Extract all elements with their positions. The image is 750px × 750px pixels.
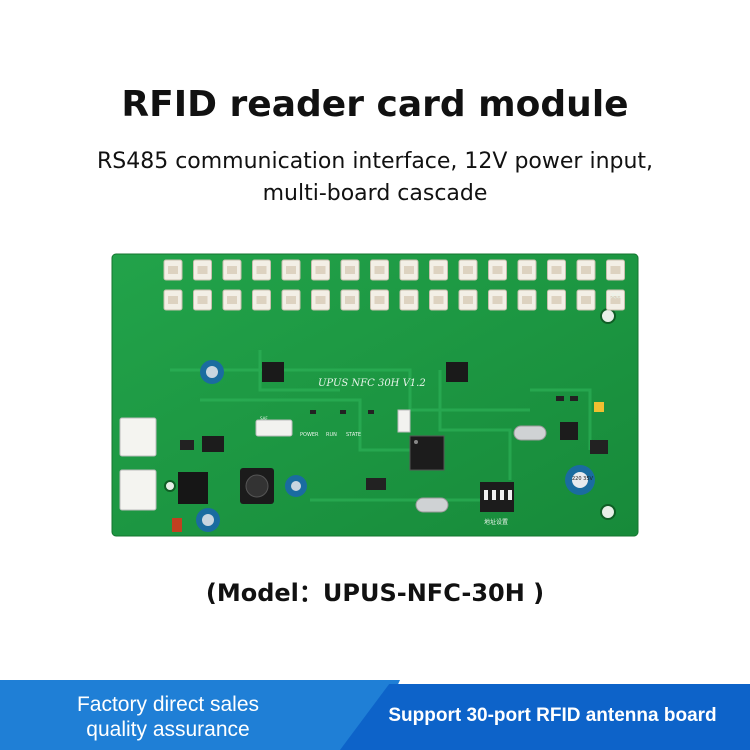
ic-chip-right <box>446 362 468 382</box>
antenna-connector-socket <box>463 266 473 274</box>
antenna-connector-row-bottom <box>163 289 625 311</box>
antenna-connector-socket <box>581 266 591 274</box>
banner-left-line-2: quality assurance <box>86 718 250 741</box>
silkscreen-address: 地址设置 <box>484 518 508 526</box>
antenna-connector-socket <box>256 296 267 304</box>
antenna-connector-socket <box>315 296 326 304</box>
subtitle-line-2: multi-board cascade <box>262 181 488 206</box>
antenna-connector-socket <box>492 296 503 304</box>
silkscreen-saf: SAF <box>260 416 268 421</box>
silkscreen-power: POWER <box>300 432 319 438</box>
antenna-connector-socket <box>197 296 208 304</box>
antenna-connector-socket <box>463 296 473 304</box>
capacitor-label: 220 35V <box>572 476 593 482</box>
page-title: RFID reader card module <box>121 84 629 125</box>
ic-chip-mid <box>202 436 224 452</box>
antenna-connector-socket <box>433 296 444 304</box>
antenna-connector-socket <box>492 266 503 274</box>
rs485-connector-bottom <box>119 469 157 511</box>
antenna-connector-socket <box>315 266 326 274</box>
silkscreen-run: RUN <box>326 432 337 438</box>
smd-components <box>180 396 608 490</box>
antenna-connector-socket <box>374 296 385 304</box>
antenna-connector-socket <box>227 296 237 304</box>
antenna-connector-socket <box>522 266 532 274</box>
subtitle-line-1: RS485 communication interface, 12V power… <box>96 149 654 174</box>
antenna-connector-socket <box>168 296 178 304</box>
banner-left-text: Factory direct sales quality assurance <box>18 692 318 742</box>
antenna-connector-socket <box>168 266 178 274</box>
model-caption: (Model：UPUS-NFC-30H ) <box>205 579 545 607</box>
antenna-connector-socket <box>551 296 562 304</box>
antenna-connector-socket <box>345 266 355 274</box>
antenna-connector-socket <box>404 266 414 274</box>
crystal-oscillator-1 <box>513 425 547 441</box>
inductor-core <box>245 474 269 498</box>
banner-right-background <box>340 684 750 750</box>
silkscreen-antenna: 天线 <box>610 292 622 300</box>
antenna-connector-socket <box>374 266 385 274</box>
antenna-connector-socket <box>286 296 296 304</box>
ic-chip-left <box>262 362 284 382</box>
antenna-connector-socket <box>433 266 444 274</box>
banner-left-background <box>0 680 400 750</box>
antenna-connector-socket <box>286 266 296 274</box>
antenna-connector-socket <box>345 296 355 304</box>
crystal-oscillator-2 <box>415 497 449 513</box>
antenna-connector-socket <box>551 266 562 274</box>
antenna-connector-socket <box>404 296 414 304</box>
antenna-connector-socket <box>522 296 532 304</box>
rs485-connector-top <box>119 417 157 457</box>
pcb-substrate <box>111 253 639 537</box>
antenna-connector-socket <box>581 296 591 304</box>
pcb-board-image: UPUS NFC 30H V1.2 POWER RUN STATE 地址设置 天… <box>111 253 639 537</box>
yellow-component <box>594 402 604 412</box>
silkscreen-model: UPUS NFC 30H V1.2 <box>318 378 426 389</box>
antenna-connector-socket <box>227 266 237 274</box>
antenna-connector-socket <box>256 266 267 274</box>
mcu-pin1-dot <box>414 440 418 444</box>
banner-left-line-1: Factory direct sales <box>76 693 260 716</box>
antenna-connector-row-top <box>163 259 625 281</box>
silkscreen-state: STATE <box>346 432 361 438</box>
page-subtitle: RS485 communication interface, 12V power… <box>0 146 750 210</box>
pcb-traces <box>170 350 592 502</box>
antenna-connector-socket <box>610 296 621 304</box>
saf-header <box>255 419 293 437</box>
ic-chip-small <box>560 422 578 440</box>
small-white-connector <box>397 409 411 433</box>
electrolytic-capacitors <box>196 360 595 532</box>
antenna-connector-socket <box>197 266 208 274</box>
red-component <box>172 518 182 532</box>
antenna-connector-socket <box>610 266 621 274</box>
regulator-chip <box>178 472 208 504</box>
banner-right-text: Support 30-port RFID antenna board <box>388 705 717 726</box>
